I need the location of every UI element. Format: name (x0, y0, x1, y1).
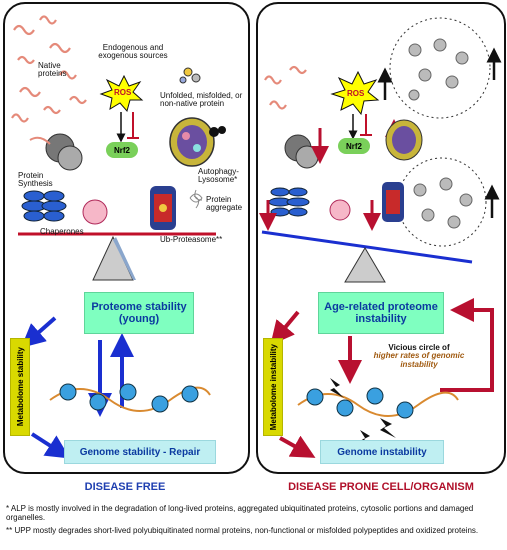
fulcrum-icon (92, 235, 134, 281)
metabolome-stability-box: Metabolome stability (10, 338, 30, 436)
vicious-prefix: Vicious circle of (388, 343, 450, 352)
protein-synthesis-label: Protein Synthesis (18, 171, 53, 189)
sources-label: Endogenous and exogenous sources (98, 43, 168, 61)
ribosome-icon (29, 133, 83, 171)
aggregate-icon (189, 189, 203, 209)
chaperones-label: Chaperones (40, 227, 84, 236)
chaperone-icon (268, 187, 310, 217)
metabolome-stability-label: Metabolome stability (15, 347, 25, 427)
metabolome-instability-label: Metabolome instability (268, 343, 278, 431)
nrf2-badge: Nrf2 (338, 138, 370, 154)
client-protein-icon (82, 199, 108, 225)
unfolded-protein-icon (179, 67, 201, 84)
disease-prone-caption: DISEASE PRONE CELL/ORGANISM (288, 481, 474, 493)
metabolome-instability-box: Metabolome instability (263, 338, 283, 436)
ros-label: ROS (347, 89, 365, 98)
footnote-alp: * ALP is mostly involved in the degradat… (6, 504, 474, 523)
ros-label: ROS (114, 88, 132, 97)
dna-icon (297, 387, 459, 419)
nrf2-badge: Nrf2 (106, 142, 138, 158)
balance-beam (261, 230, 473, 264)
footnote-upp: ** UPP mostly degrades short-lived polyu… (6, 526, 479, 535)
native-proteins-label: Native proteins (38, 61, 67, 79)
dna-icon (49, 383, 211, 413)
lysosome-icon (385, 119, 423, 161)
proteasome-icon (150, 186, 176, 230)
vicious-italic: higher rates of genomic instability (373, 351, 465, 369)
lightning-icon (330, 378, 396, 448)
genome-instability-box: Genome instability (320, 440, 444, 464)
disease-free-caption: DISEASE FREE (84, 481, 166, 493)
ub-proteasome-label: Ub-Proteasome** (160, 235, 223, 244)
ribosome-icon (284, 134, 319, 169)
age-related-box: Age-related proteome instability (318, 292, 444, 334)
vicious-circle-label: Vicious circle of higher rates of genomi… (364, 343, 474, 369)
proteome-stability-box: Proteome stability (young) (84, 292, 194, 334)
aggregate-icon (408, 38, 473, 229)
lysosome-icon (169, 117, 226, 167)
autophagy-label: Autophagy-Lysosome* (198, 167, 239, 185)
chaperone-icon (21, 190, 67, 222)
proteasome-icon (382, 182, 404, 222)
genome-stability-box: Genome stability - Repair (64, 440, 216, 464)
native-proteins-icon (264, 65, 307, 110)
fulcrum-icon (344, 247, 386, 283)
protein-aggregate-label: Protein aggregate (206, 195, 243, 213)
native-proteins-icon (11, 15, 87, 123)
ros-star-icon (99, 74, 144, 113)
ros-star-icon (330, 70, 380, 116)
unfolded-label: Unfolded, misfolded, or non-native prote… (160, 91, 243, 109)
